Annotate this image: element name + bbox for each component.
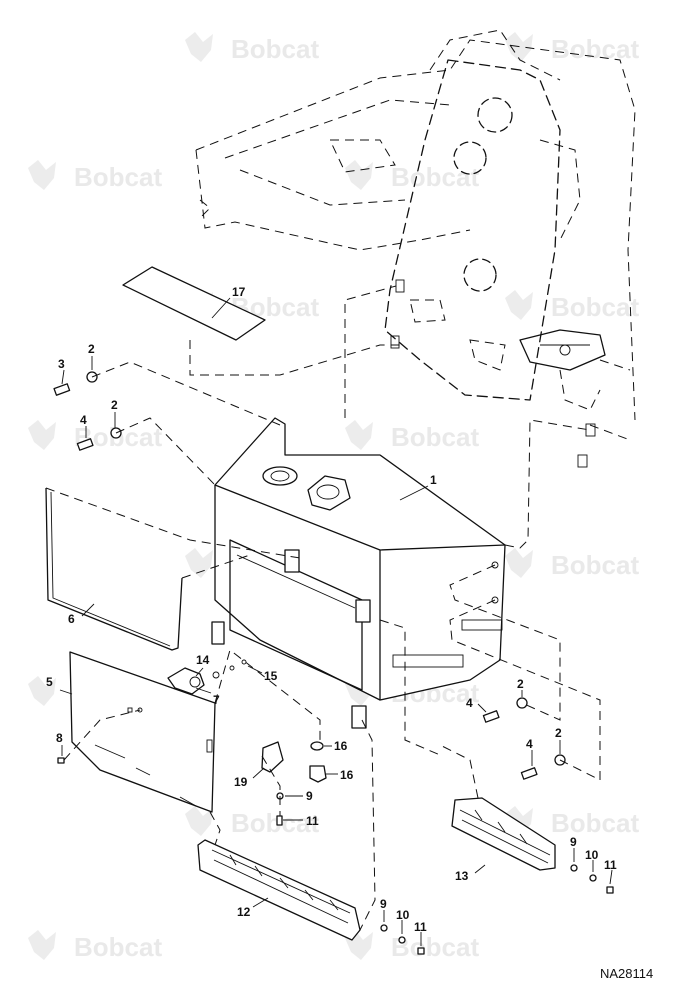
gasket (45, 487, 183, 651)
callout-17: 16 (334, 739, 348, 753)
bobcat-watermark: Bobcat (28, 420, 162, 452)
assembly-lines (45, 285, 601, 931)
callout-5: 5 (46, 675, 53, 689)
callout-11: 11 (306, 814, 319, 828)
callout-3: 3 (58, 357, 65, 371)
callout-10: 10 (585, 848, 599, 862)
callout-2: 2 (555, 726, 562, 740)
bobcat-watermark: Bobcat (505, 290, 639, 322)
callout-7: 7 (213, 693, 220, 707)
callout-19: 19 (234, 775, 248, 789)
callout-4: 4 (466, 696, 473, 710)
callout-4: 4 (80, 413, 87, 427)
watermark-text: Bobcat (551, 292, 639, 322)
bobcat-watermark: Bobcat (505, 548, 639, 580)
callout-11: 11 (414, 920, 427, 934)
watermark-text: Bobcat (551, 808, 639, 838)
latch-assembly (167, 659, 247, 695)
callout-9: 9 (570, 835, 577, 849)
machine-frame (195, 29, 636, 468)
callout-6: 6 (68, 612, 75, 626)
bobcat-watermark: Bobcat (28, 160, 162, 192)
step-left (197, 839, 425, 955)
leaders (59, 297, 613, 946)
step-right (451, 797, 614, 894)
callout-8: 8 (56, 731, 63, 745)
watermark-text: Bobcat (231, 34, 319, 64)
watermark-text: Bobcat (74, 162, 162, 192)
callout-labels: 17 1 2 3 2 4 6 5 14 15 7 8 16 16 19 9 11… (46, 285, 617, 934)
tank-cover (69, 651, 216, 813)
watermark-text: Bobcat (551, 550, 639, 580)
callout-9: 9 (380, 897, 387, 911)
bobcat-watermark: Bobcat (345, 930, 479, 962)
bobcat-watermark: Bobcat (28, 930, 162, 962)
drawing-number: NA28114 (600, 966, 654, 981)
callout-9: 9 (306, 789, 313, 803)
watermark-text: Bobcat (391, 932, 479, 962)
callout-2: 2 (517, 677, 524, 691)
callout-11: 11 (604, 858, 617, 872)
watermark-text: Bobcat (391, 162, 479, 192)
callout-16: 16 (340, 768, 354, 782)
decal (122, 266, 266, 341)
bobcat-watermark: Bobcat (345, 160, 479, 192)
watermark-text: Bobcat (391, 422, 479, 452)
callout-1: 1 (430, 473, 437, 487)
callout-10: 10 (396, 908, 410, 922)
callout-14: 14 (196, 653, 210, 667)
callout-18: 17 (232, 285, 246, 299)
bobcat-watermark: Bobcat (185, 806, 319, 838)
callout-12: 12 (237, 905, 251, 919)
callout-2: 2 (88, 342, 95, 356)
bobcat-watermark: Bobcat (345, 420, 479, 452)
callout-13: 13 (455, 869, 469, 883)
watermark-text: Bobcat (231, 808, 319, 838)
callout-4: 4 (526, 737, 533, 751)
callout-2: 2 (111, 398, 118, 412)
bobcat-watermark: Bobcat (505, 32, 639, 64)
bobcat-watermark: Bobcat (185, 32, 319, 64)
callout-15: 15 (264, 669, 278, 683)
watermark-text: Bobcat (551, 34, 639, 64)
watermark-text: Bobcat (74, 932, 162, 962)
fuel-tank (211, 417, 506, 729)
